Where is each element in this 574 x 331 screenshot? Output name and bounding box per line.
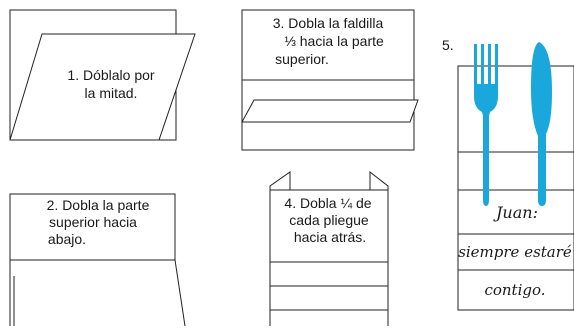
step-4-text-line-2: cada pliegue [289, 212, 369, 228]
step-4-right-pleat [369, 170, 389, 326]
fork-shape [474, 44, 498, 206]
step-3-text-line-3: superior. [275, 51, 329, 67]
step-4-text-line-1: 4. Dobla ¼ de [284, 195, 371, 211]
step-2-text-line-3: abajo. [48, 231, 86, 247]
card-line-1: Juan: [493, 203, 538, 222]
step-5-number: 5. [442, 37, 454, 53]
step-2-text-line-2: superior hacia [49, 214, 137, 230]
step-5-panel: 5. Juan: siempre estaré contigo. [442, 37, 574, 311]
step-3-text-line-2: ⅓ hacia la parte [284, 33, 384, 49]
step-3-text-line-1: 3. Dobla la faldilla [273, 15, 384, 31]
step-1-napkin-fold [9, 33, 196, 141]
step-3-flap [241, 99, 419, 123]
step-4-text-line-3: hacia atrás. [294, 229, 366, 245]
knife-shape [531, 42, 552, 206]
step-1-text-line-1: 1. Dóblalo por [67, 67, 155, 83]
card-line-3: contigo. [484, 281, 545, 299]
step-1-panel: 1. Dóblalo por la mitad. [9, 9, 196, 141]
step-2-napkin-outline [9, 193, 186, 327]
step-4-left-pleat [269, 171, 291, 326]
step-3-panel: 3. Dobla la faldilla ⅓ hacia la parte su… [241, 9, 419, 151]
fork-icon [474, 44, 498, 206]
knife-icon [531, 42, 552, 206]
card-line-2: siempre estaré [458, 243, 572, 261]
step-1-text-line-2: la mitad. [85, 85, 138, 101]
step-2-panel: 2. Dobla la parte superior hacia abajo. [9, 193, 186, 327]
step-4-panel: 4. Dobla ¼ de cada pliegue hacia atrás. [269, 170, 389, 326]
step-2-text-line-1: 2. Dobla la parte [47, 197, 150, 213]
